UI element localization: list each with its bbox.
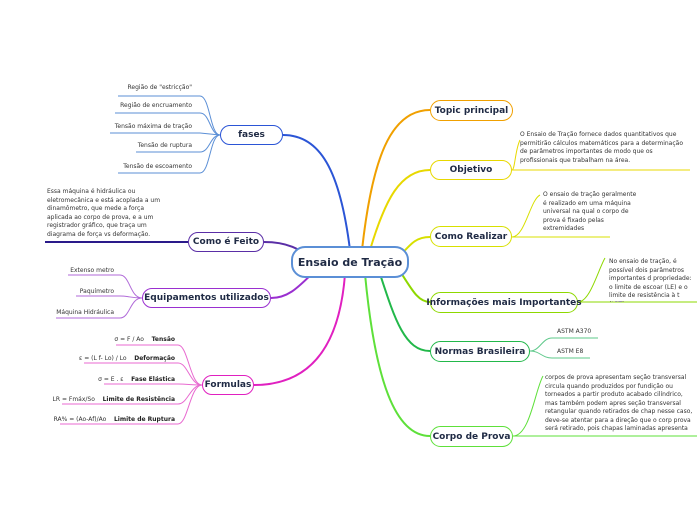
branch-objetivo[interactable]: Objetivo: [430, 160, 512, 180]
branch-normas[interactable]: Normas Brasileira: [430, 341, 530, 362]
branch-topic-principal-label: Topic principal: [434, 105, 509, 116]
branch-como-e-feito-label: Como é Feito: [192, 237, 260, 247]
formula-expression: RA% = (Ao-Af)/Ao: [53, 416, 107, 423]
equipamento-item[interactable]: Extenso metro: [70, 267, 114, 274]
fases-item[interactable]: Região de "estricção": [127, 84, 193, 91]
branch-corpo-de-prova[interactable]: Corpo de Prova: [430, 426, 513, 447]
informacoes-note[interactable]: No ensaio de tração, é possível dois par…: [609, 258, 692, 302]
branch-como-realizar[interactable]: Como Realizar: [430, 226, 512, 247]
formula-name: Tensão: [151, 336, 175, 343]
branch-como-e-feito[interactable]: Como é Feito: [188, 232, 264, 252]
formula-item[interactable]: LR = Fmáx/So Limite de Resistência: [40, 396, 175, 403]
formula-expression: ε = (L f- Lo) / Lo: [79, 355, 127, 362]
formula-expression: σ = F / Ao: [114, 336, 144, 343]
formula-expression: σ = E . ε: [98, 376, 124, 383]
formula-name: Limite de Resistência: [102, 396, 175, 403]
branch-equipamentos[interactable]: Equipamentos utilizados: [142, 288, 271, 308]
formula-item[interactable]: σ = E . ε Fase Elástica: [60, 376, 175, 383]
objetivo-note[interactable]: O Ensaio de Tração fornece dados quantit…: [520, 131, 684, 164]
formula-name: Fase Elástica: [131, 376, 175, 383]
normas-item[interactable]: ASTM E8: [557, 348, 584, 355]
branch-fases-label: fases: [238, 130, 265, 140]
formula-name: Deformação: [134, 355, 175, 362]
branch-como-realizar-label: Como Realizar: [434, 231, 508, 242]
branch-topic-principal[interactable]: Topic principal: [430, 100, 513, 121]
fases-item[interactable]: Tensão de escoamento: [123, 163, 192, 170]
corpo-de-prova-note[interactable]: corpos de prova apresentam seção transve…: [545, 374, 693, 434]
branch-formulas-label: Formulas: [204, 380, 252, 390]
branch-fases[interactable]: fases: [220, 125, 283, 145]
normas-item[interactable]: ASTM A370: [557, 328, 592, 335]
como-e-feito-note[interactable]: Essa máquina é hidráulica ou eletromecân…: [47, 188, 161, 238]
branch-formulas[interactable]: Formulas: [202, 375, 254, 395]
branch-informacoes-label: Informações mais Importantes: [426, 297, 582, 308]
fases-item[interactable]: Região de encruamento: [120, 102, 192, 109]
fases-item[interactable]: Tensão de ruptura: [137, 142, 192, 149]
branch-normas-label: Normas Brasileira: [434, 346, 526, 357]
formula-item[interactable]: σ = F / Ao Tensão: [60, 336, 175, 343]
equipamento-item[interactable]: Paquímetro: [79, 288, 114, 295]
formula-name: Limite de Ruptura: [113, 416, 175, 423]
equipamento-item[interactable]: Máquina Hidráulica: [56, 309, 114, 316]
como-realizar-note[interactable]: O ensaio de tração geralmente é realizad…: [543, 191, 637, 232]
branch-equipamentos-label: Equipamentos utilizados: [144, 293, 269, 303]
central-topic[interactable]: Ensaio de Tração: [291, 246, 409, 278]
branch-informacoes[interactable]: Informações mais Importantes: [426, 292, 582, 313]
formula-item[interactable]: ε = (L f- Lo) / Lo Deformação: [60, 355, 175, 362]
branch-objetivo-label: Objetivo: [449, 165, 493, 175]
formula-item[interactable]: RA% = (Ao-Af)/Ao Limite de Ruptura: [40, 416, 175, 423]
formula-expression: LR = Fmáx/So: [52, 396, 95, 403]
branch-corpo-de-prova-label: Corpo de Prova: [432, 431, 511, 442]
fases-item[interactable]: Tensão máxima de tração: [114, 123, 192, 130]
